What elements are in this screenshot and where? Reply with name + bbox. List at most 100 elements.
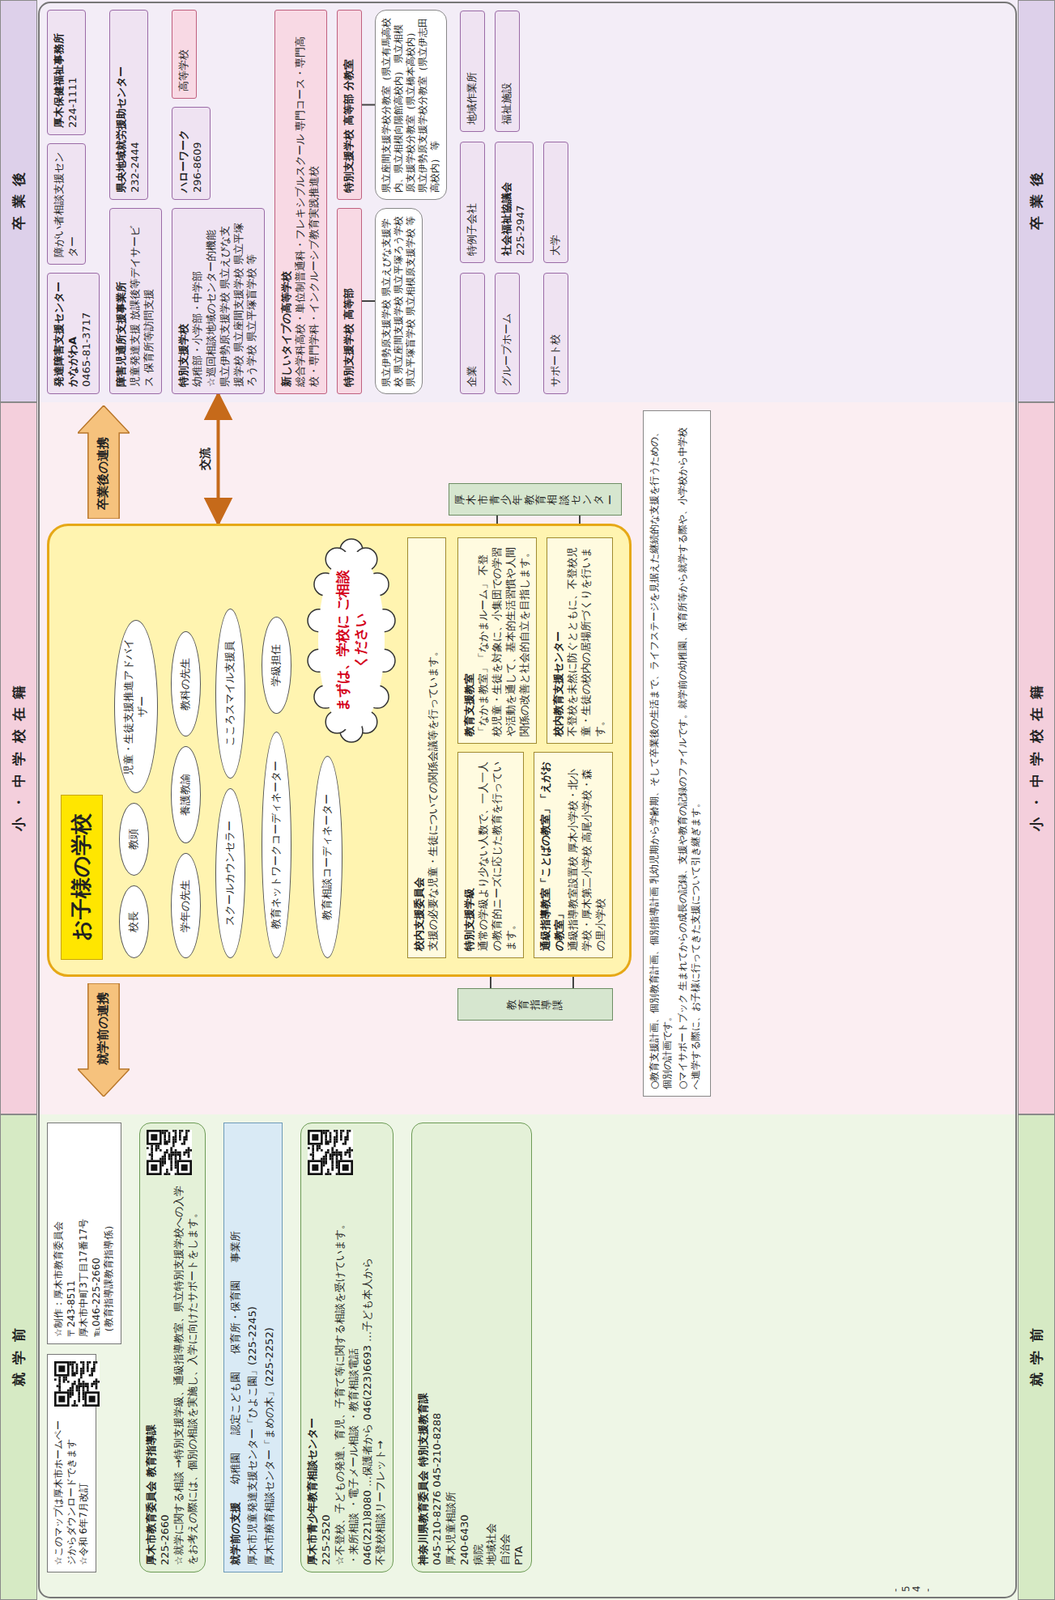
qr-cell: [86, 1383, 90, 1387]
qr-cell: [331, 1160, 334, 1163]
school-box: 特別支援学校 高等部: [336, 208, 362, 395]
node-title: 地域作業所: [465, 17, 480, 125]
qr-finder-dot: [58, 1396, 65, 1404]
qr-cell: [344, 1140, 347, 1144]
qr-cell: [174, 1149, 178, 1153]
node-title: 教科の先生: [178, 645, 193, 724]
qr-cell: [333, 1143, 337, 1146]
destination-box: グループホーム: [494, 272, 520, 395]
qr-cell: [58, 1383, 61, 1387]
office-tab: 教育指導課: [457, 988, 613, 1021]
qr-finder-dot: [181, 1165, 188, 1172]
node-text: 046(221)8080 …保護者から 046(223)6693 …子ども本人か…: [361, 1183, 375, 1566]
node-text: 045-210-8276 045-210-8288: [430, 1130, 445, 1566]
qr-cell: [174, 1156, 178, 1159]
qr-cell: [170, 1153, 173, 1157]
qr-cell: [168, 1156, 171, 1159]
qr-cell: [327, 1171, 330, 1175]
qr-cell: [307, 1147, 311, 1150]
qr-cell: [95, 1387, 98, 1391]
qr-cell: [150, 1145, 154, 1149]
qr-cell: [150, 1156, 154, 1159]
qr-cell: [71, 1370, 74, 1374]
qr-cell: [336, 1149, 339, 1153]
qr-cell: [58, 1377, 61, 1380]
qr-finder-dot: [58, 1365, 65, 1373]
qr-cell: [76, 1387, 79, 1391]
qr-cell: [71, 1390, 74, 1393]
qr-cell: [77, 1378, 81, 1382]
node-title: グループホーム: [500, 280, 515, 388]
qr-ground: [146, 1130, 192, 1176]
qr-cell: [324, 1158, 328, 1162]
qr-cell: [182, 1139, 186, 1142]
qr-cell: [82, 1372, 86, 1375]
qr-cell: [77, 1383, 81, 1387]
qr-cell: [172, 1143, 175, 1146]
qr-cell: [165, 1149, 169, 1153]
node-title: 教育支援教室: [463, 544, 477, 737]
node-text: 224-1111: [66, 17, 81, 128]
qr-cell: [77, 1390, 81, 1393]
qr-finder-dot: [150, 1134, 158, 1141]
qr-cell: [329, 1156, 332, 1159]
qr-cell: [73, 1374, 77, 1378]
qr-cell: [90, 1385, 94, 1388]
node-text: 232-2444: [128, 17, 143, 193]
node-text: 事業所: [229, 1231, 243, 1264]
staff-circle: 学年の先生: [170, 853, 201, 959]
qr-cell: [182, 1143, 186, 1146]
qr-cell: [76, 1365, 79, 1369]
qr-cell: [58, 1381, 61, 1384]
qr-cell: [189, 1149, 192, 1153]
qr-cell: [182, 1153, 186, 1157]
qr-cell: [95, 1378, 98, 1382]
qr-cell: [336, 1130, 339, 1133]
qr-cell: [82, 1365, 86, 1369]
school-box: 高等学校: [171, 9, 197, 99]
node-text: （教育指導課教育指導係）: [102, 1130, 116, 1338]
qr-cell: [150, 1158, 154, 1162]
qr-cell: [333, 1139, 337, 1142]
qr-cell: [76, 1364, 79, 1367]
node-title: スクールカウンセラー: [223, 802, 238, 945]
qr-cell: [329, 1139, 332, 1142]
school-box: 特別支援学校幼稚部・小学部・中学部☆巡回相談地域のセンター的機能県立伊勢原支援学…: [171, 208, 265, 395]
qr-cell: [82, 1368, 86, 1371]
qr-cell: [311, 1149, 315, 1153]
agency-box: 神奈川県教育委員会 特別支援教育課045-210-8276 045-210-82…: [411, 1123, 532, 1574]
destination-box: 企業: [459, 272, 485, 395]
qr-cell: [170, 1162, 173, 1166]
qr-cell: [76, 1404, 79, 1408]
qr-cell: [148, 1153, 152, 1157]
qr-cell: [174, 1173, 178, 1176]
qr-cell: [67, 1381, 70, 1384]
agency-box: 障害児通所支援事業所児童発達支援 放課後等デイサービス 保育所等訪問支援: [109, 208, 162, 395]
qr-finder: [308, 1131, 322, 1145]
qr-cell: [82, 1391, 86, 1395]
qr-cell: [93, 1381, 96, 1384]
qr-cell: [58, 1385, 61, 1388]
node-text: 厚木市療育相談センター「まめの木」(225-2252): [263, 1327, 277, 1566]
qr-cell: [342, 1143, 345, 1146]
qr-cell: [82, 1385, 86, 1388]
qr-cell: [329, 1173, 332, 1176]
qr-cell: [168, 1132, 171, 1136]
qr-cell: [172, 1153, 175, 1157]
qr-cell: [329, 1140, 332, 1144]
qr-cell: [346, 1149, 349, 1153]
period-band: 卒業後: [0, 0, 38, 403]
qr-cell: [327, 1143, 330, 1146]
destination-box: 福祉施設: [494, 10, 520, 132]
qr-cell: [324, 1153, 328, 1157]
qr-cell: [161, 1165, 165, 1168]
qr-cell: [324, 1173, 328, 1176]
qr-cell: [336, 1160, 339, 1163]
qr-cell: [337, 1152, 341, 1155]
qr-cell: [71, 1394, 74, 1397]
qr-cell: [344, 1153, 347, 1157]
qr-cell: [340, 1158, 343, 1162]
qr-cell: [324, 1160, 328, 1163]
qr-cell: [185, 1132, 188, 1136]
qr-cell: [82, 1398, 86, 1401]
